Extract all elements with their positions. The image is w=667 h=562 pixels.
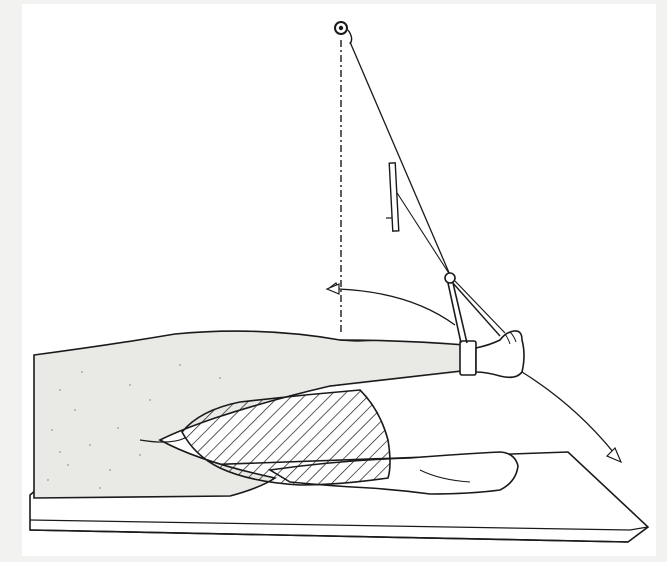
junction-ring [445,273,455,283]
ankle-cuff [460,341,476,375]
